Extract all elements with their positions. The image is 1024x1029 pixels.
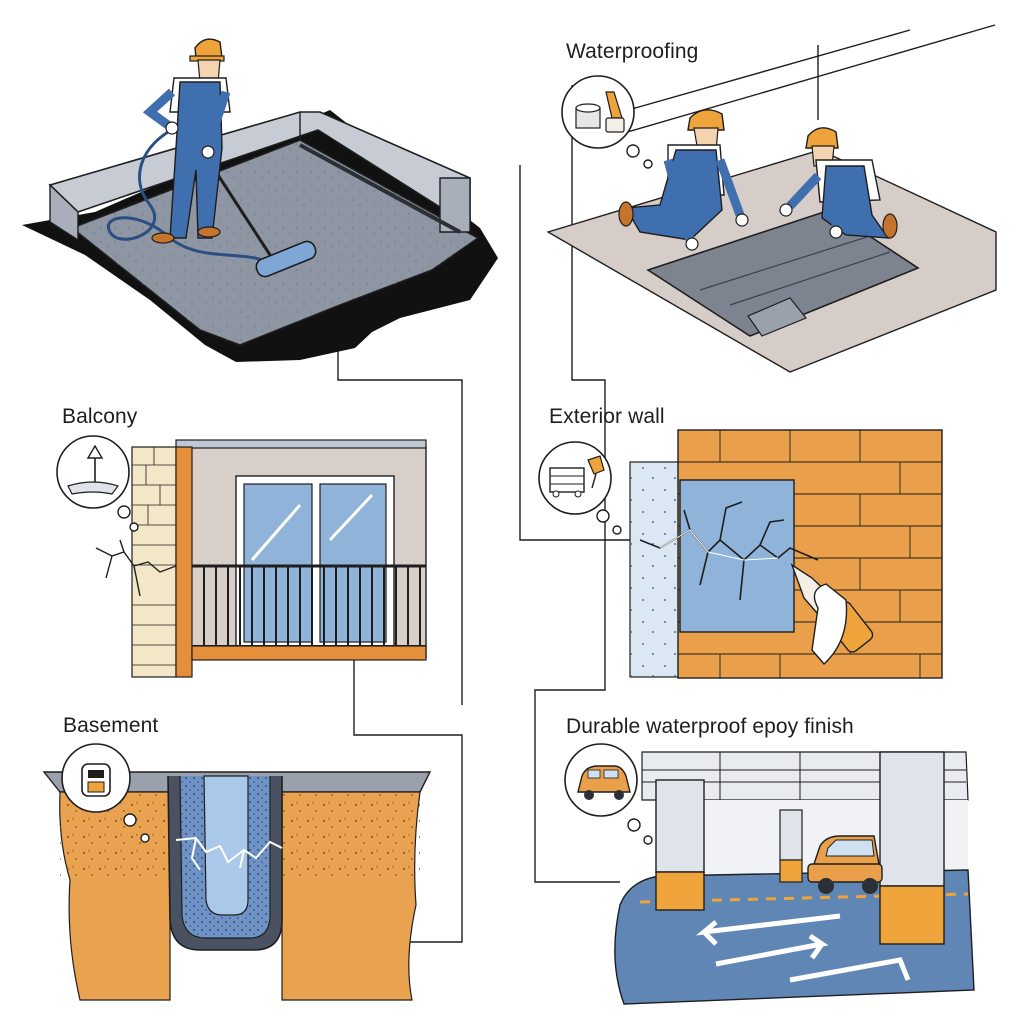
garage-pillar-right bbox=[879, 751, 945, 945]
epoxy-finish-label: Durable waterproof epoy finish bbox=[566, 715, 854, 738]
paint-bucket-brush-icon bbox=[561, 75, 653, 169]
balcony-label: Balcony bbox=[62, 405, 138, 428]
sealant-tube bbox=[790, 563, 874, 666]
garage-pillar-left bbox=[655, 779, 705, 911]
waterproofing-scene bbox=[546, 75, 997, 373]
basement-leak-crack bbox=[175, 836, 283, 871]
floor-arrow-right bbox=[715, 933, 829, 967]
exterior-crack bbox=[639, 501, 819, 601]
connector-lines bbox=[337, 24, 996, 943]
roof-parapet-front bbox=[49, 183, 79, 242]
repaired-render-patch bbox=[679, 479, 795, 633]
roof-scene bbox=[22, 38, 498, 362]
floor-arrow-left bbox=[695, 913, 841, 946]
garage-pillar-mid bbox=[779, 809, 803, 883]
waterproofing-worker-left bbox=[618, 109, 749, 251]
slope-arrow-icon bbox=[56, 435, 139, 532]
basement-water-column bbox=[203, 775, 249, 916]
balcony-window bbox=[235, 475, 395, 647]
basement-scene bbox=[42, 743, 432, 1001]
parked-car bbox=[807, 835, 883, 894]
exterior-wall-scene bbox=[538, 429, 943, 679]
balcony-slab bbox=[191, 645, 427, 661]
parking-garage-scene bbox=[564, 743, 975, 1005]
roof-worker bbox=[142, 38, 231, 244]
roof-hose bbox=[106, 130, 269, 264]
balcony-scene bbox=[56, 435, 427, 678]
balcony-brick-wall bbox=[131, 446, 177, 678]
basement-label: Basement bbox=[63, 714, 159, 737]
balcony-railing bbox=[192, 564, 426, 647]
paint-roller bbox=[255, 240, 317, 278]
balcony-crack bbox=[95, 539, 177, 597]
membrane-sheet bbox=[646, 209, 920, 337]
waterproofing-label: Waterproofing bbox=[566, 40, 699, 63]
exterior-wall-label: Exterior wall bbox=[549, 405, 665, 428]
sump-pump-icon bbox=[61, 743, 150, 843]
waterproofing-worker-right bbox=[779, 127, 898, 239]
scaffold-sealant-icon bbox=[538, 441, 622, 535]
car-icon bbox=[564, 743, 653, 845]
